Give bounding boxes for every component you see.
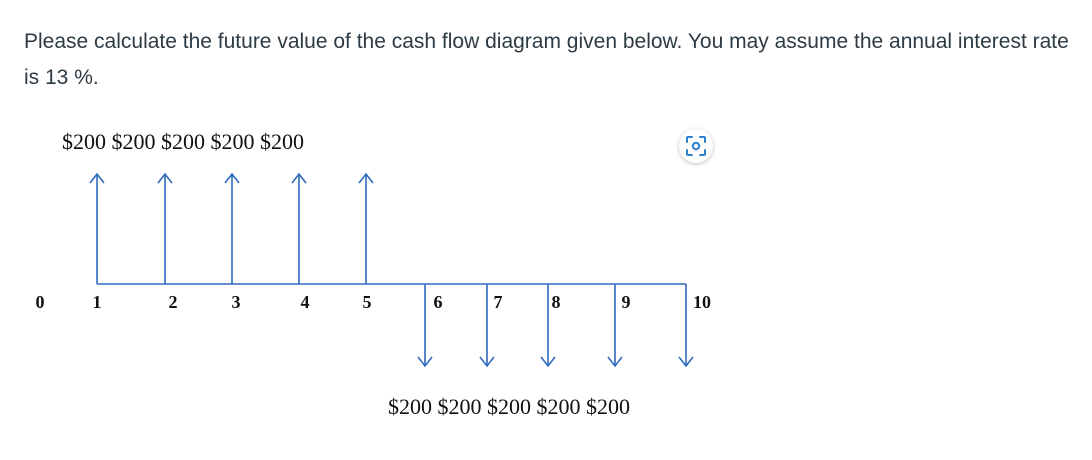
period-label-9: 9 <box>622 292 631 312</box>
scan-image-button[interactable] <box>679 129 713 163</box>
cash-flow-arrow-period-1 <box>89 172 105 284</box>
cash-flow-arrow-period-4 <box>291 172 307 284</box>
period-labels: 0 1 2 3 4 5 6 7 8 9 10 <box>36 292 712 312</box>
period-label-10: 10 <box>693 292 711 312</box>
period-label-7: 7 <box>494 292 503 312</box>
period-label-3: 3 <box>232 292 241 312</box>
cash-flow-arrows <box>89 172 694 368</box>
period-label-8: 8 <box>552 292 561 312</box>
period-label-1: 1 <box>93 292 102 312</box>
top-amounts-label: $200 $200 $200 $200 $200 <box>62 129 304 154</box>
cash-flow-arrow-period-10 <box>678 284 694 368</box>
scan-image-icon <box>686 136 706 156</box>
cash-flow-arrow-period-8 <box>540 284 556 368</box>
period-label-4: 4 <box>301 292 310 312</box>
question-text: Please calculate the future value of the… <box>24 30 1069 89</box>
period-label-2: 2 <box>169 292 178 312</box>
cash-flow-arrow-period-6 <box>417 284 433 368</box>
cash-flow-arrow-period-2 <box>157 172 173 284</box>
period-label-5: 5 <box>363 292 372 312</box>
cash-flow-arrow-period-5 <box>358 172 374 284</box>
cash-flow-arrow-period-3 <box>224 172 240 284</box>
period-label-6: 6 <box>434 292 443 312</box>
cash-flow-arrow-period-7 <box>479 284 495 368</box>
cash-flow-arrow-period-9 <box>607 284 623 368</box>
period-label-0: 0 <box>36 292 45 312</box>
bottom-amounts-label: $200 $200 $200 $200 $200 <box>388 394 630 419</box>
